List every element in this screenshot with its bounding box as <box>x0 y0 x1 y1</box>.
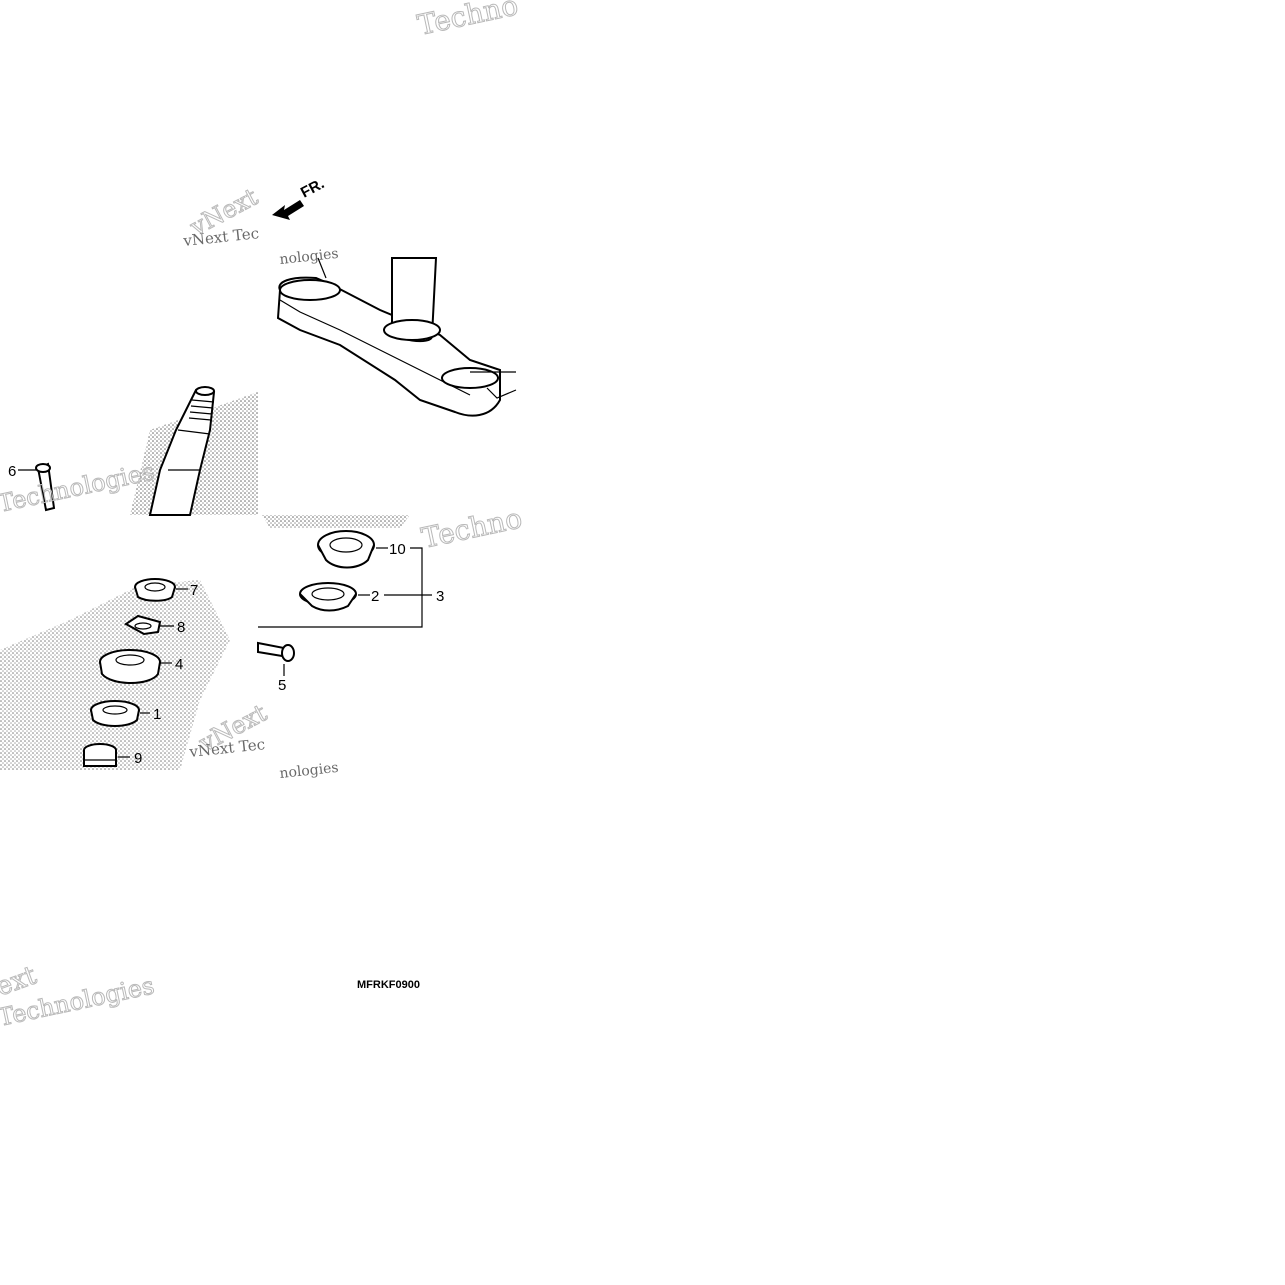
race-2 <box>299 582 370 612</box>
drawing-code: MFRKF0900 <box>357 979 420 991</box>
callout-10: 10 <box>389 541 406 558</box>
direction-indicator: FR. <box>272 175 327 220</box>
top-bridge <box>276 257 517 417</box>
bearing-9 <box>83 743 130 767</box>
callout-4: 4 <box>175 656 183 673</box>
callout-7: 7 <box>190 582 198 599</box>
callout-1: 1 <box>153 706 161 723</box>
nut-7 <box>134 578 188 602</box>
steering-stem <box>148 386 216 516</box>
bolt-6 <box>18 462 56 512</box>
watermark-1: Techno <box>415 0 521 42</box>
bearing-10 <box>317 530 388 569</box>
callout-5: 5 <box>278 677 286 694</box>
bolt-5 <box>257 641 295 676</box>
watermarks: Techno vNext Tec nologies vNext Technolo… <box>0 0 525 1032</box>
callout-6: 6 <box>8 463 16 480</box>
callouts: 10 2 3 5 7 8 4 1 9 6 <box>8 463 444 767</box>
lock-washer-8 <box>124 614 174 636</box>
watermark-3: nologies <box>279 246 340 268</box>
callout-8: 8 <box>177 619 185 636</box>
dust-seal-1 <box>90 700 150 727</box>
callout-3: 3 <box>436 588 444 605</box>
arrow-left-icon <box>272 200 304 220</box>
adjusting-nut-4 <box>99 649 172 684</box>
bracket-3 <box>258 547 432 628</box>
callout-9: 9 <box>134 750 142 767</box>
callout-2: 2 <box>371 588 379 605</box>
direction-label: FR. <box>298 175 327 201</box>
watermark-9: nologies <box>279 760 340 782</box>
